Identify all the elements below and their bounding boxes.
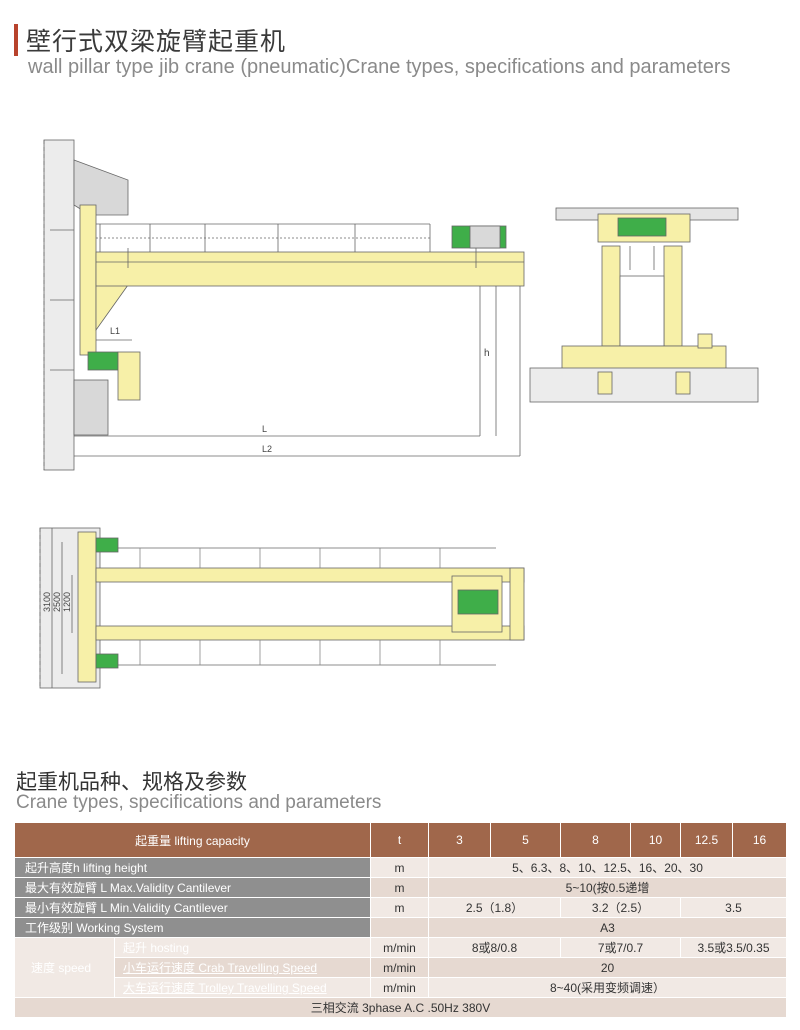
row-label-trolley-speed: 大车运行速度 Trolley Travelling Speed [114, 977, 371, 998]
header-capacity-label: 起重量 lifting capacity [14, 822, 371, 858]
row-label-speed: 速度 speed [14, 937, 115, 998]
section-title: 起重机品种、规格及参数 [16, 771, 247, 794]
dim-label-l: L [262, 424, 267, 434]
section-subtitle: Crane types, specifications and paramete… [16, 792, 382, 813]
row-value: A3 [428, 917, 787, 938]
table-row: 最大有效旋臂 L Max.Validity Cantilever m 5~10(… [14, 877, 787, 898]
dim-label-2500: 2500 [52, 592, 62, 612]
table-row: 大车运行速度 Trolley Travelling Speed m/min 8~… [15, 977, 787, 998]
row-label-working-system: 工作级别 Working System [14, 917, 371, 938]
table-row: 三相交流 3phase A.C .50Hz 380V [14, 997, 787, 1018]
crane-drawings: L1 h L L2 3100 2500 1200 [39, 139, 759, 689]
table-row: 最小有效旋臂 L Min.Validity Cantilever m 2.5（1… [14, 897, 787, 918]
header-capacity-10: 10 [630, 822, 681, 858]
row-unit [370, 917, 429, 938]
dim-label-1200: 1200 [62, 592, 72, 612]
dim-label-h: h [484, 348, 490, 359]
row-value: 3.5或3.5/0.35 [680, 937, 787, 958]
table-row: 速度 speed 起升 hosting m/min 8或8/0.8 7或7/0.… [14, 937, 787, 998]
header-capacity-16: 16 [732, 822, 787, 858]
page-subtitle: wall pillar type jib crane (pneumatic)Cr… [28, 56, 731, 78]
row-unit: m/min [370, 957, 429, 978]
row-label-hosting: 起升 hosting [114, 937, 371, 958]
row-value: 5、6.3、8、10、12.5、16、20、30 [428, 857, 787, 878]
row-value: 3.2（2.5） [560, 897, 681, 918]
row-label-max-cantilever: 最大有效旋臂 L Max.Validity Cantilever [14, 877, 371, 898]
side-elevation-view [43, 139, 525, 471]
header-capacity-3: 3 [428, 822, 491, 858]
table-row: 起升高度h lifting height m 5、6.3、8、10、12.5、1… [14, 857, 787, 878]
row-label-crab-speed: 小车运行速度 Crab Travelling Speed [114, 957, 371, 978]
row-value: 5~10(按0.5递增 [428, 877, 787, 898]
table-header-row: 起重量 lifting capacity t 3 5 8 10 12.5 16 [14, 822, 787, 858]
crab-speed-text: 小车运行速度 Crab Travelling Speed [123, 961, 318, 975]
dim-label-l2: L2 [262, 444, 272, 454]
row-label-min-cantilever: 最小有效旋臂 L Min.Validity Cantilever [14, 897, 371, 918]
spec-table: 起重量 lifting capacity t 3 5 8 10 12.5 16 … [14, 822, 787, 1018]
plan-view [39, 527, 525, 689]
header-capacity-5: 5 [490, 822, 561, 858]
row-value: 7或7/0.7 [560, 937, 681, 958]
header-capacity-12-5: 12.5 [680, 822, 733, 858]
table-row: 工作级别 Working System A3 [14, 917, 787, 938]
row-label-lifting-height: 起升高度h lifting height [14, 857, 371, 878]
end-elevation-view [529, 207, 759, 403]
row-value-power: 三相交流 3phase A.C .50Hz 380V [14, 997, 787, 1018]
row-value: 8或8/0.8 [428, 937, 561, 958]
header-capacity-8: 8 [560, 822, 631, 858]
header-unit: t [370, 822, 429, 858]
table-row: 小车运行速度 Crab Travelling Speed m/min 20 [15, 957, 787, 978]
row-unit: m [370, 857, 429, 878]
dim-label-l1: L1 [110, 326, 120, 336]
row-value: 2.5（1.8） [428, 897, 561, 918]
page-title: 壁行式双梁旋臂起重机 [26, 28, 287, 56]
row-unit: m [370, 877, 429, 898]
row-value: 8~40(采用变频调速） [428, 977, 787, 998]
row-value: 20 [428, 957, 787, 978]
trolley-speed-text: 大车运行速度 Trolley Travelling Speed [123, 981, 327, 995]
row-unit: m/min [370, 977, 429, 998]
dim-label-3100: 3100 [42, 592, 52, 612]
row-value: 3.5 [680, 897, 787, 918]
row-unit: m [370, 897, 429, 918]
title-accent-bar [14, 24, 18, 56]
row-unit: m/min [370, 937, 429, 958]
